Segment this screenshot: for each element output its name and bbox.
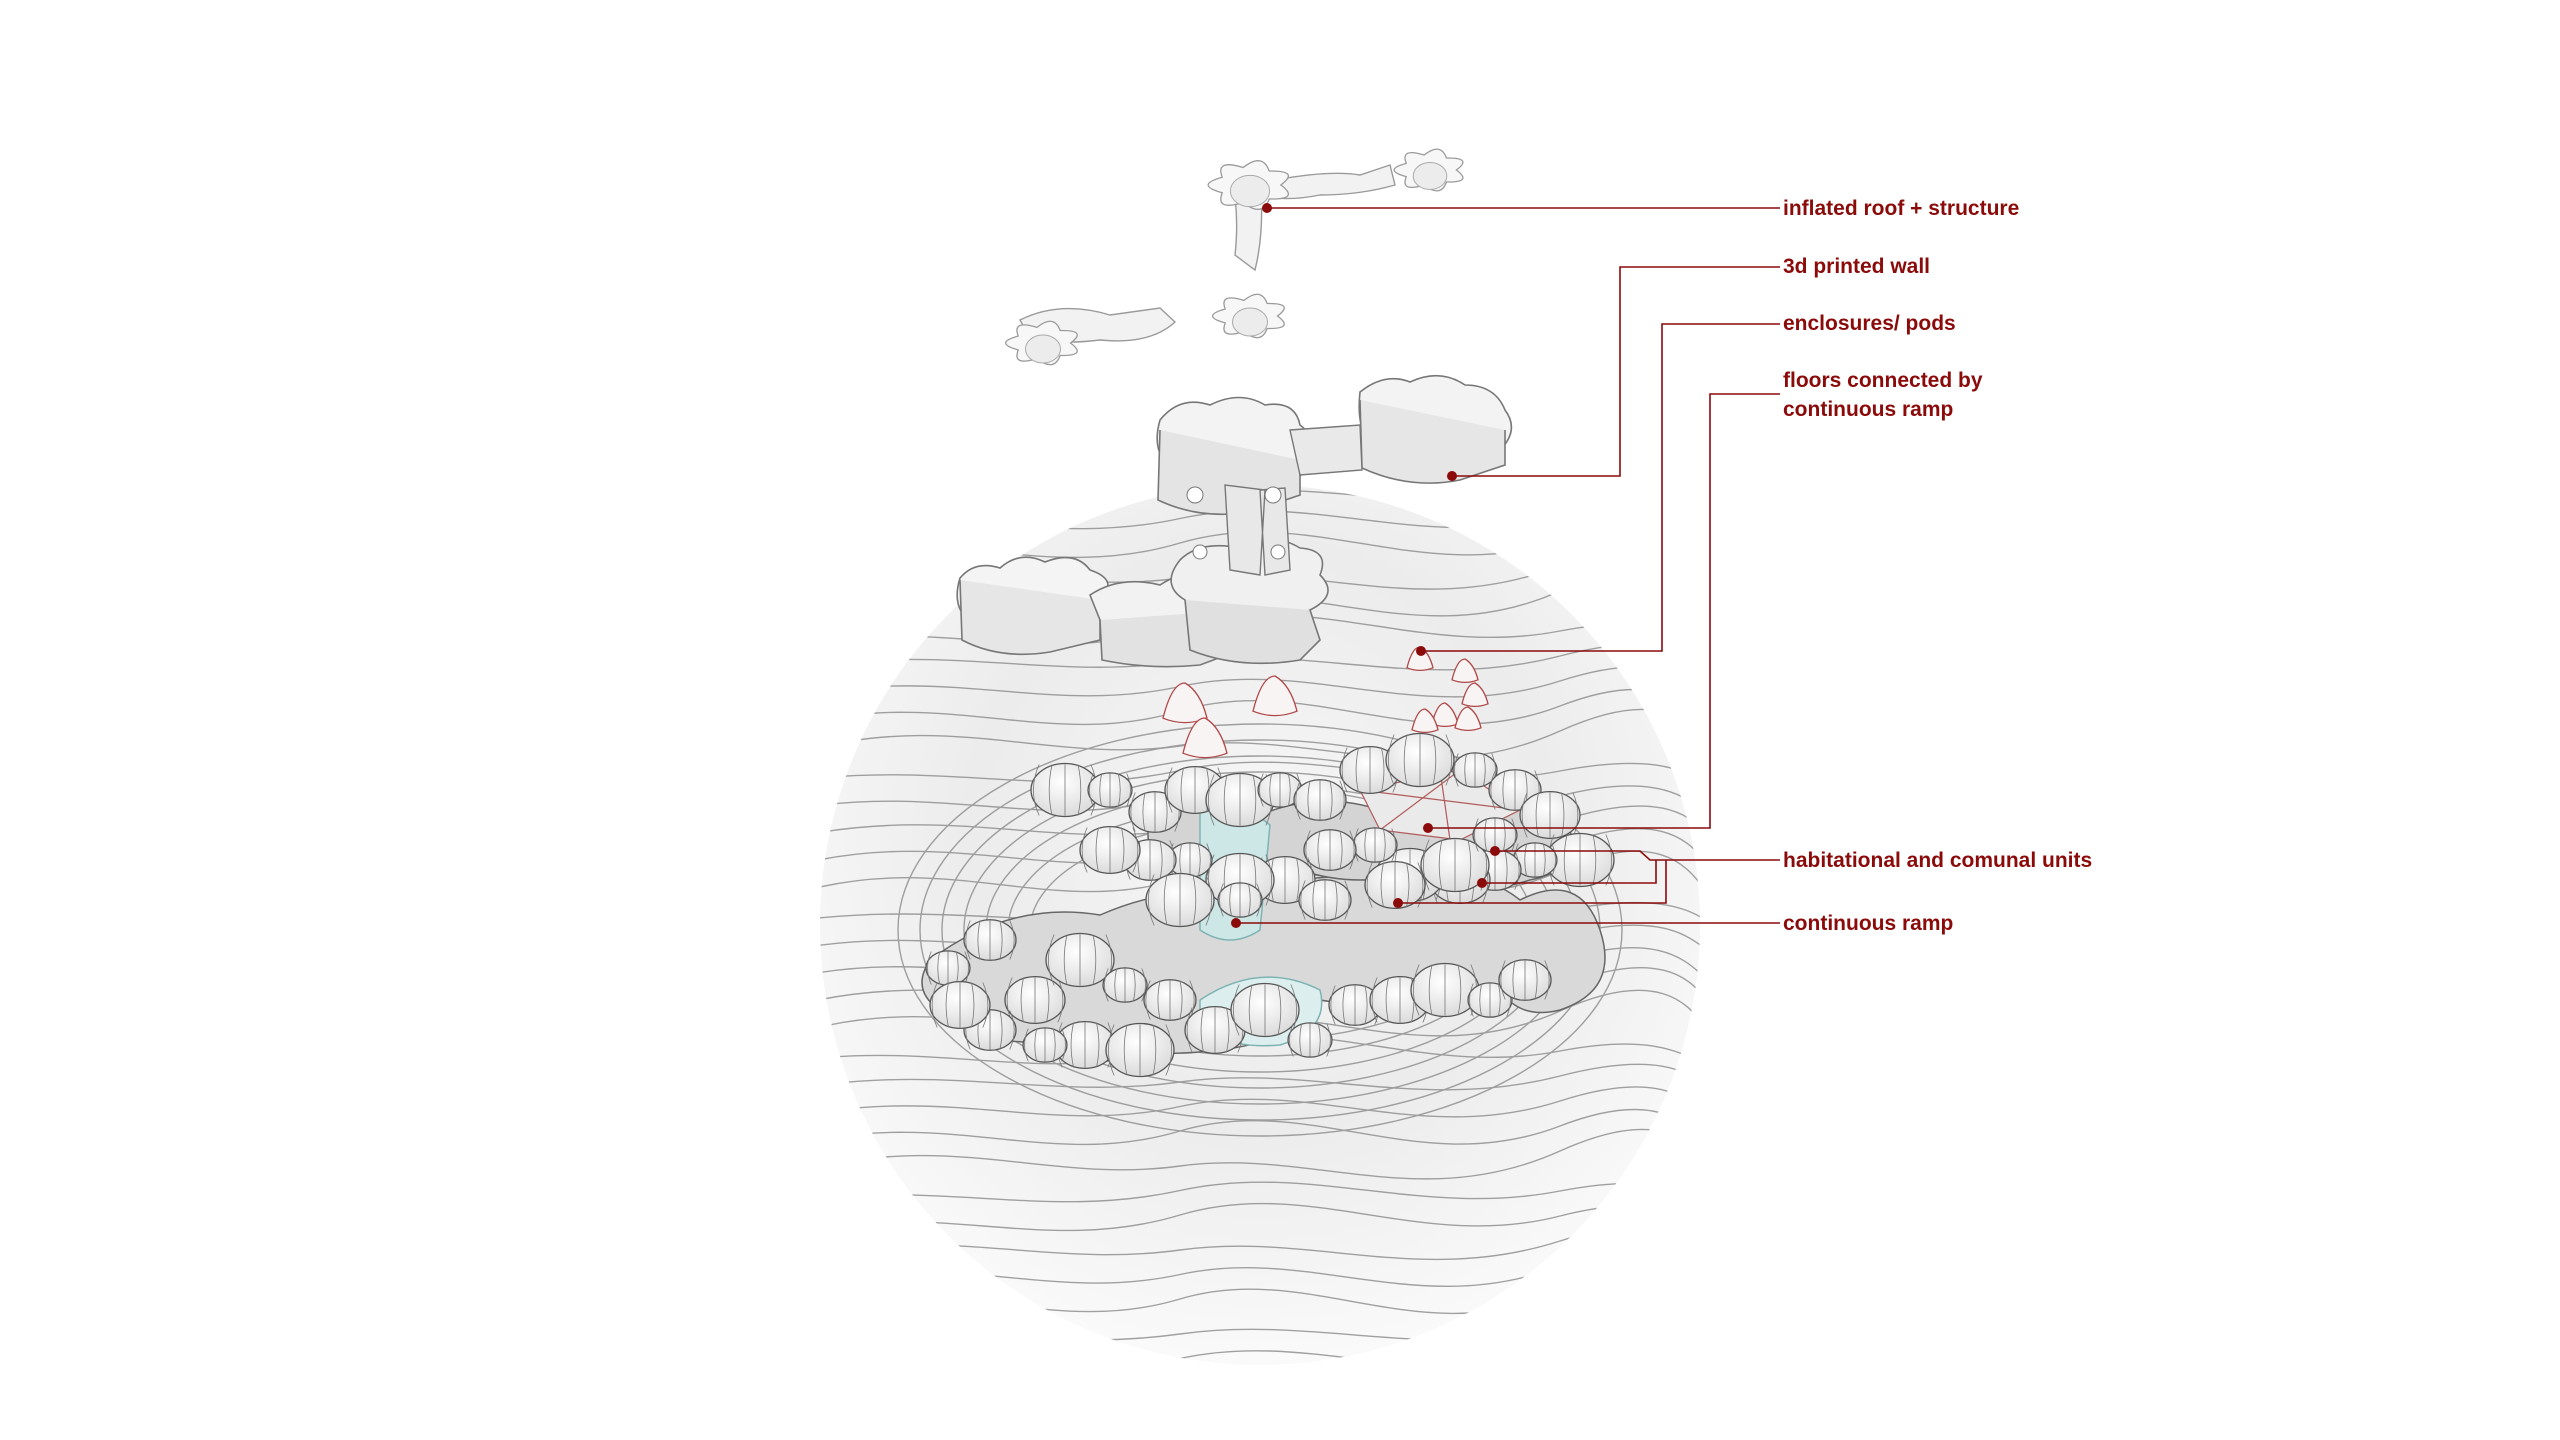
- dome-unit: [1217, 882, 1263, 918]
- dome-unit: [1303, 829, 1357, 871]
- pod: [1162, 682, 1208, 724]
- pod: [1411, 708, 1439, 734]
- label-text: habitational and comunal units: [1783, 849, 2093, 872]
- dome-unit: [1230, 982, 1300, 1038]
- leader-wall: [1452, 266, 1780, 477]
- label-inflated-roof: inflated roof + structure: [1783, 194, 2019, 223]
- roof-canopy: [1393, 148, 1464, 192]
- leader-units-b: [1482, 860, 1657, 884]
- label-enclosures-pods: enclosures/ pods: [1783, 309, 1956, 338]
- dome-unit: [925, 950, 971, 986]
- dome-unit: [1184, 1005, 1246, 1055]
- dome-unit: [1364, 860, 1426, 910]
- pod: [1454, 706, 1482, 732]
- dome-unit: [963, 919, 1017, 961]
- label-text: 3d printed wall: [1783, 255, 1931, 278]
- leader-pods: [1421, 323, 1780, 652]
- roof-canopy: [1004, 320, 1078, 366]
- label-text-line1: floors connected by: [1783, 369, 1983, 392]
- label-text: inflated roof + structure: [1783, 197, 2020, 220]
- roof-canopy: [1207, 160, 1290, 210]
- pod: [1461, 682, 1489, 708]
- pod: [1252, 675, 1298, 717]
- dome-unit: [1045, 932, 1115, 988]
- label-floors-ramp: floors connected by continuous ramp: [1783, 366, 1983, 424]
- wall-layer: [956, 374, 1513, 668]
- dome-unit: [1298, 879, 1352, 921]
- label-text: continuous ramp: [1783, 912, 1954, 935]
- label-3d-printed-wall: 3d printed wall: [1783, 252, 1930, 281]
- label-habitational-units: habitational and comunal units: [1783, 846, 2092, 875]
- dome-unit: [1143, 979, 1197, 1021]
- dome-unit: [1352, 827, 1398, 863]
- dome-unit: [1410, 962, 1480, 1018]
- dome-unit: [1145, 872, 1215, 928]
- leader-dots: [1231, 203, 1500, 928]
- dome-unit: [1519, 790, 1581, 840]
- pod: [1406, 646, 1434, 672]
- dome-unit: [1105, 1022, 1175, 1078]
- label-continuous-ramp: continuous ramp: [1783, 909, 1953, 938]
- dome-unit: [1385, 732, 1455, 788]
- pod: [1182, 717, 1228, 759]
- label-text-line2: continuous ramp: [1783, 398, 1954, 421]
- dome-unit: [1293, 779, 1347, 821]
- dome-unit: [1102, 967, 1148, 1003]
- roof-canopy: [1211, 293, 1285, 339]
- dome-unit: [1004, 975, 1066, 1025]
- leader-units-a: [1495, 850, 1780, 861]
- roof-layer: [1004, 148, 1464, 366]
- dome-unit: [929, 980, 991, 1030]
- pods-group: [1162, 646, 1489, 759]
- settlement-cluster: [921, 732, 1615, 1078]
- leader-lines: [1236, 207, 1780, 924]
- dome-unit: [1498, 959, 1552, 1001]
- leader-floors: [1428, 393, 1780, 829]
- dome-unit: [1467, 982, 1513, 1018]
- pod: [1451, 658, 1479, 684]
- dome-unit: [1079, 825, 1141, 875]
- leader-units-c: [1398, 860, 1667, 904]
- label-text: enclosures/ pods: [1783, 312, 1956, 335]
- dome-unit: [1287, 1022, 1333, 1058]
- dome-unit: [1452, 752, 1498, 788]
- pod: [1431, 702, 1459, 728]
- dome-unit: [1205, 772, 1275, 828]
- dome-unit: [1022, 1027, 1068, 1063]
- dome-unit: [1087, 772, 1133, 808]
